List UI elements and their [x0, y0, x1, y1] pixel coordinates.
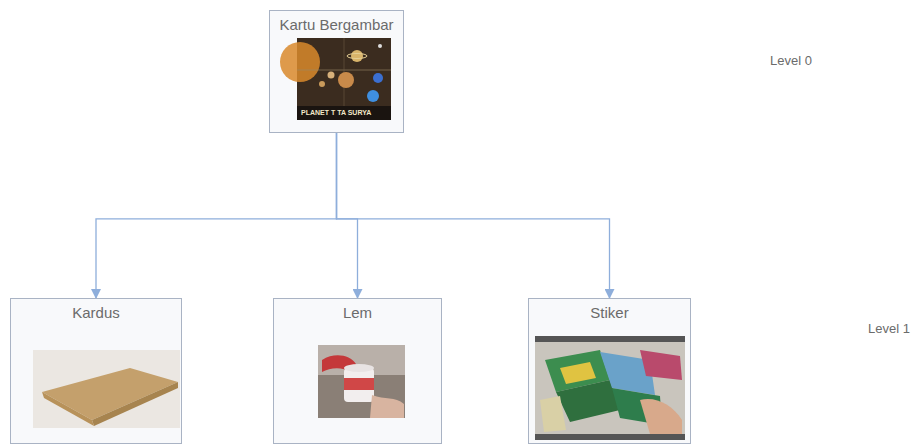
picture-caption: PLANET T TA SURYA — [300, 108, 372, 117]
solar-system-photo — [280, 38, 391, 120]
level-label: Level 0 — [770, 53, 812, 69]
box-title: Stiker — [529, 304, 690, 322]
sticker-photo — [535, 336, 685, 440]
connector-arrow — [337, 133, 610, 298]
box-ground — [10, 298, 182, 444]
box-ground — [528, 298, 691, 444]
glue-photo — [318, 345, 405, 418]
box-title: Lem — [274, 304, 441, 322]
box-title: Kardus — [11, 304, 181, 322]
level-label: Level 1 — [868, 321, 910, 337]
connector-arrow — [96, 133, 337, 298]
box-ground — [270, 10, 403, 133]
material-box: Stiker — [528, 298, 691, 444]
material-box: Lem — [273, 298, 442, 444]
cardboard-photo — [33, 350, 180, 428]
material-box: Kardus — [10, 298, 182, 444]
box-title: Kartu Bergambar — [270, 16, 403, 34]
box-ground — [273, 298, 442, 444]
connector-arrow — [337, 133, 358, 298]
